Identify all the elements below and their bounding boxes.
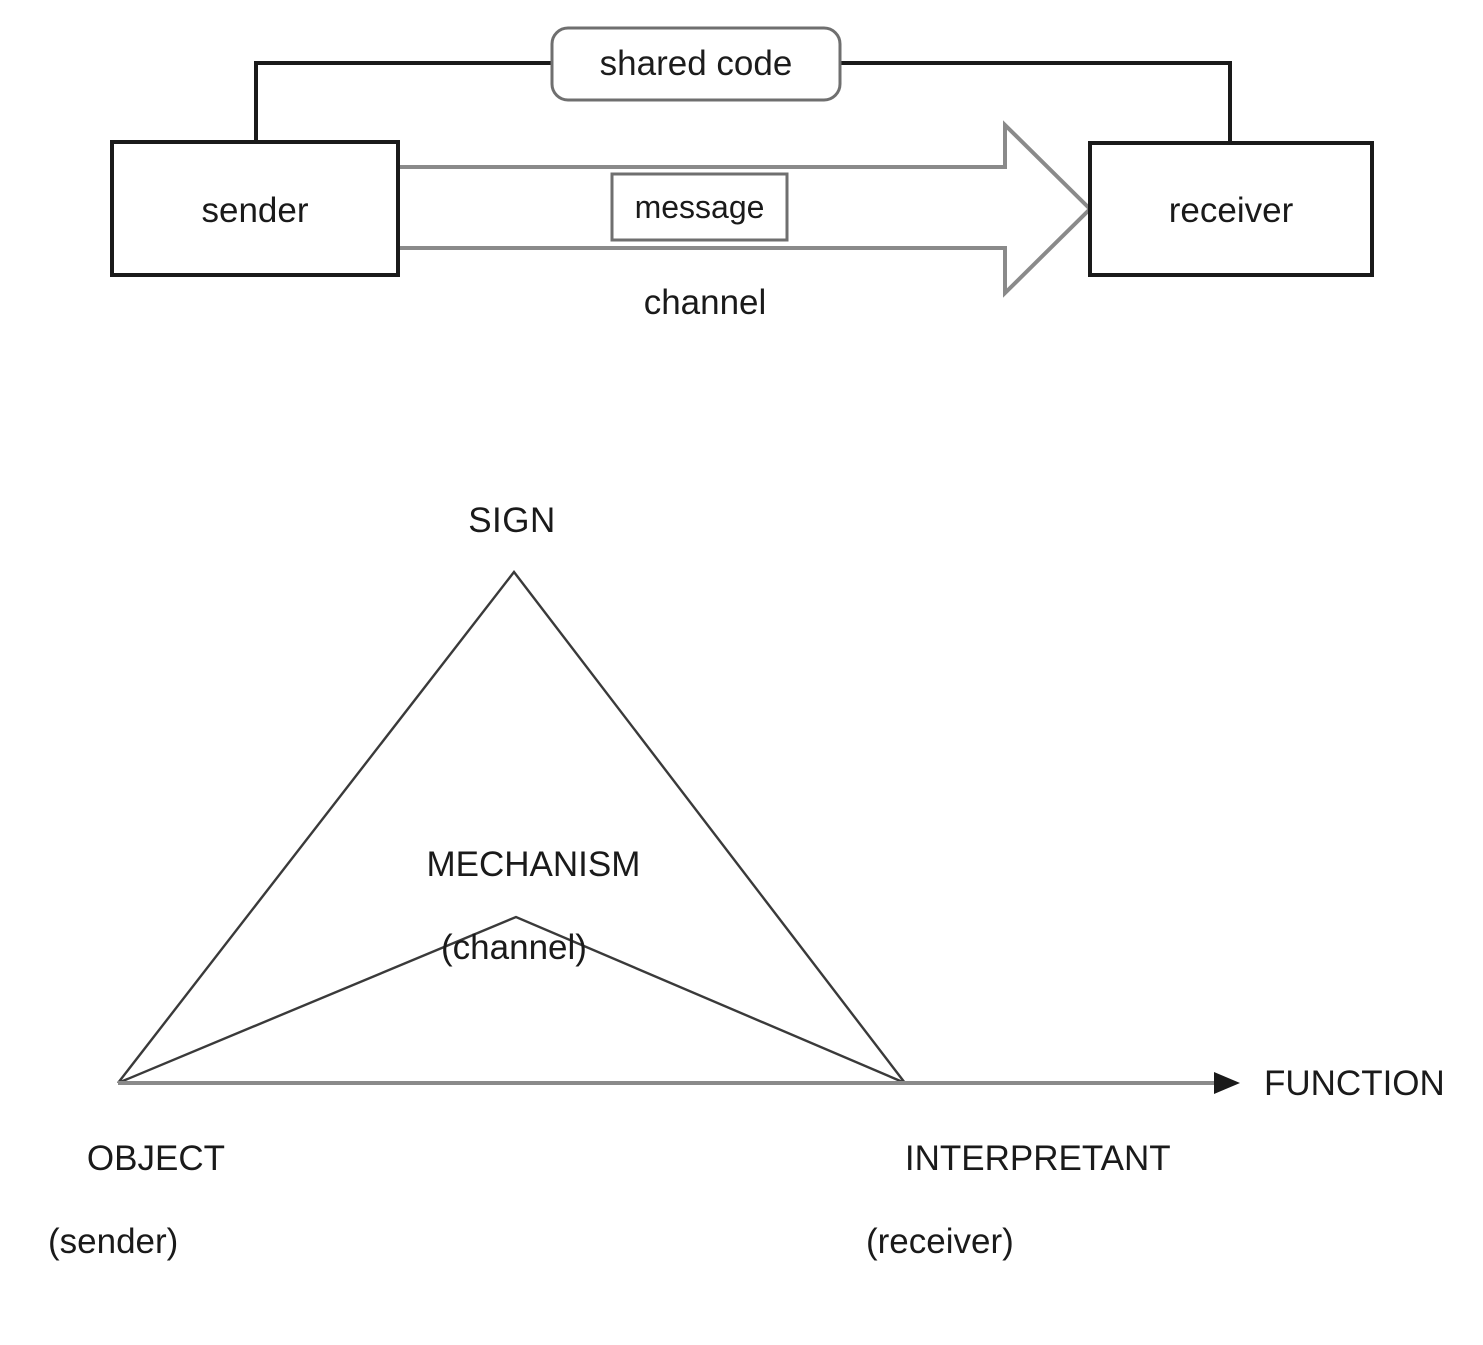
figure-root: shared code sender receiver message chan… — [48, 26, 1445, 1261]
function-label: FUNCTION — [1264, 1064, 1445, 1103]
mechanism-sub-label: (channel) — [441, 927, 587, 967]
receiver-label: receiver — [1168, 191, 1294, 230]
inner-triangle-sides — [117, 915, 906, 1085]
message-label: message — [634, 189, 765, 225]
channel-arrow — [396, 120, 1093, 298]
mechanism-label: MECHANISM — [426, 845, 641, 885]
message-box — [610, 172, 789, 242]
channel-label: channel — [643, 283, 767, 322]
function-arrowhead-icon — [1214, 1072, 1240, 1094]
object-sub-label: (sender) — [48, 1221, 179, 1261]
object-label: OBJECT — [86, 1139, 225, 1179]
sender-label: sender — [201, 191, 309, 230]
shared-code-left-connector — [254, 61, 552, 142]
semiotic-triangle-group — [117, 570, 1240, 1094]
diagram-vector-layer — [110, 26, 1374, 1094]
interpretant-label-group: INTERPRETANT (receiver) — [866, 1097, 1186, 1345]
object-label-group: OBJECT (sender) — [48, 1097, 308, 1345]
mechanism-label-group: MECHANISM (channel) — [364, 803, 664, 1051]
shared-code-label: shared code — [599, 44, 793, 83]
sign-label: SIGN — [468, 501, 556, 540]
interpretant-sub-label: (receiver) — [866, 1221, 1014, 1261]
interpretant-label: INTERPRETANT — [904, 1139, 1171, 1179]
sender-box — [110, 140, 400, 277]
shared-code-right-connector — [840, 61, 1232, 143]
shared-code-box — [550, 26, 842, 102]
outer-triangle-sides — [117, 570, 906, 1084]
shared-code-group — [254, 26, 1232, 143]
receiver-box — [1088, 141, 1374, 277]
